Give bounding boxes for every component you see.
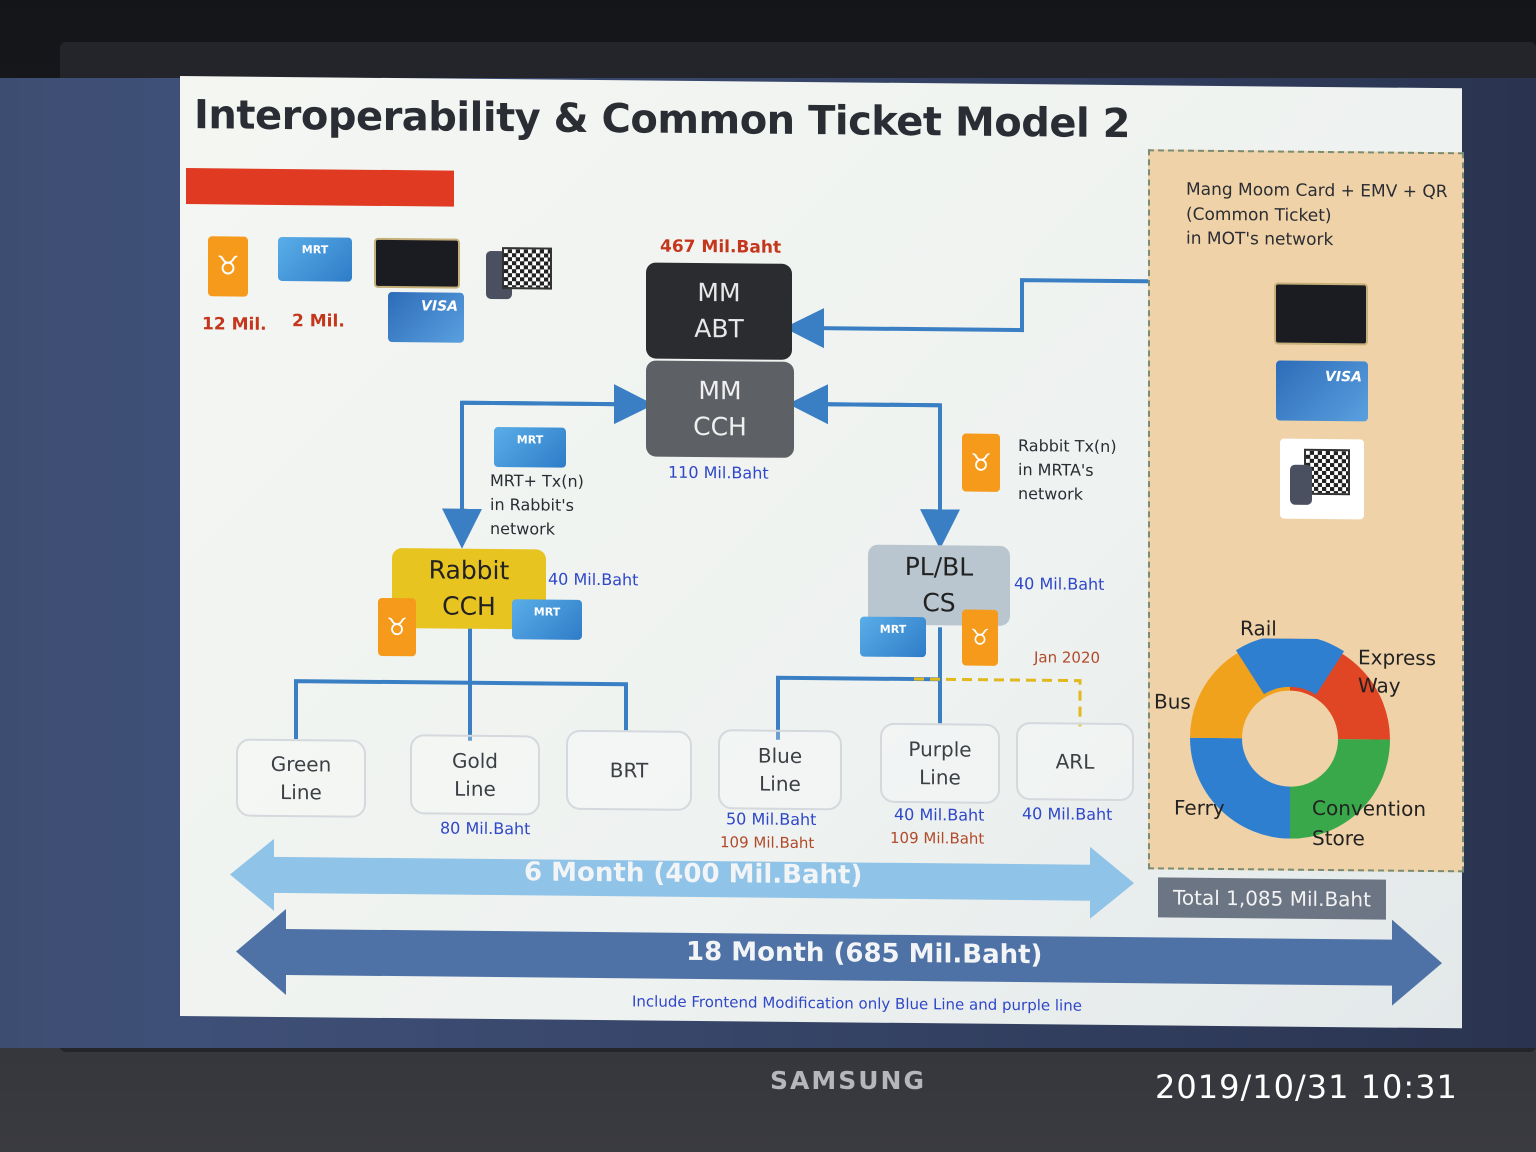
- purple-line-cost: 40 Mil.Baht: [894, 804, 985, 825]
- mrt-plus-card-label: MRT: [516, 433, 544, 447]
- connector-lines: [294, 278, 1336, 741]
- eighteen-month-label: 18 Month (685 Mil.Baht): [686, 936, 1043, 971]
- arl-box: ARL: [1016, 722, 1134, 802]
- mrt-tx-note: MRT+ Tx(n) in Rabbit's network: [490, 470, 584, 539]
- brt-box: BRT: [566, 729, 692, 811]
- rabbit-cch-mrt-card-icon: MRT: [512, 599, 582, 640]
- panel-visa-card-icon: VISA: [1276, 360, 1368, 422]
- rabbit-cch-logo-icon: ♉: [386, 612, 408, 642]
- mm-abt-node: MM ABT: [646, 262, 792, 360]
- panel-mangmoom-card-icon: [1274, 282, 1368, 346]
- purple-line-box: Purple Line: [880, 722, 1000, 804]
- six-month-arrow: [230, 838, 1134, 919]
- ring-label-ferry: Ferry: [1174, 795, 1225, 821]
- rabbit-tx-logo-icon: ♉: [970, 448, 992, 477]
- mm-cch-node: MM CCH: [646, 360, 794, 458]
- ring-label-bus: Bus: [1154, 689, 1191, 714]
- mrt-plus-card-icon: MRT: [494, 427, 566, 468]
- rabbit-cch-mrt-card-label: MRT: [533, 605, 561, 619]
- common-ticket-text: Mang Moom Card + EMV + QR (Common Ticket…: [1186, 179, 1448, 251]
- plbl-mrt-card-icon: MRT: [860, 616, 926, 658]
- ring-label-convention: Convention Store: [1312, 795, 1427, 851]
- panel-qr-frame: [1280, 438, 1364, 520]
- rabbit-cch-cost: 40 Mil.Baht: [548, 569, 639, 590]
- plbl-rabbit-card-icon: ♉: [962, 609, 998, 666]
- mm-abt-cost: 467 Mil.Baht: [660, 236, 782, 258]
- gold-line-box: Gold Line: [410, 734, 540, 816]
- monitor-brand-logo: SAMSUNG: [770, 1066, 926, 1095]
- presentation-slide: Interoperability & Common Ticket Model 2…: [180, 76, 1464, 1029]
- panel-phone-icon: [1290, 464, 1312, 505]
- ring-segment-rail: [1235, 637, 1345, 696]
- transport-ring: [1190, 637, 1390, 839]
- blue-line-cost: 50 Mil.Baht: [726, 809, 817, 830]
- eighteen-month-arrow: [236, 909, 1442, 1006]
- green-line-box: Green Line: [236, 738, 366, 818]
- rabbit-tx-note: Rabbit Tx(n) in MRTA's network: [1018, 436, 1117, 504]
- plbl-mrt-card-label: MRT: [879, 622, 907, 636]
- blue-line-box: Blue Line: [718, 729, 842, 811]
- photo-timestamp: 2019/10/31 10:31: [1155, 1068, 1458, 1106]
- ring-label-rail: Rail: [1240, 616, 1277, 641]
- rabbit-tx-card-icon: ♉: [962, 433, 1000, 492]
- gold-line-cost: 80 Mil.Baht: [440, 818, 531, 839]
- jan-2020-note: Jan 2020: [1034, 648, 1101, 667]
- ring-segment-convention: [1288, 738, 1390, 839]
- ring-segment-ferry: [1190, 737, 1292, 839]
- rabbit-cch-card-icon: ♉: [378, 597, 416, 657]
- total-cost-box: Total 1,085 Mil.Baht: [1158, 877, 1386, 920]
- arl-cost: 40 Mil.Baht: [1022, 804, 1113, 824]
- plbl-cs-cost: 40 Mil.Baht: [1014, 574, 1105, 594]
- six-month-label: 6 Month (400 Mil.Baht): [524, 857, 863, 891]
- plbl-rabbit-logo-icon: ♉: [970, 625, 990, 651]
- ring-label-expressway: Express Way: [1358, 645, 1437, 698]
- mm-cch-cost: 110 Mil.Baht: [668, 462, 769, 483]
- panel-visa-card-label: VISA: [1325, 368, 1362, 386]
